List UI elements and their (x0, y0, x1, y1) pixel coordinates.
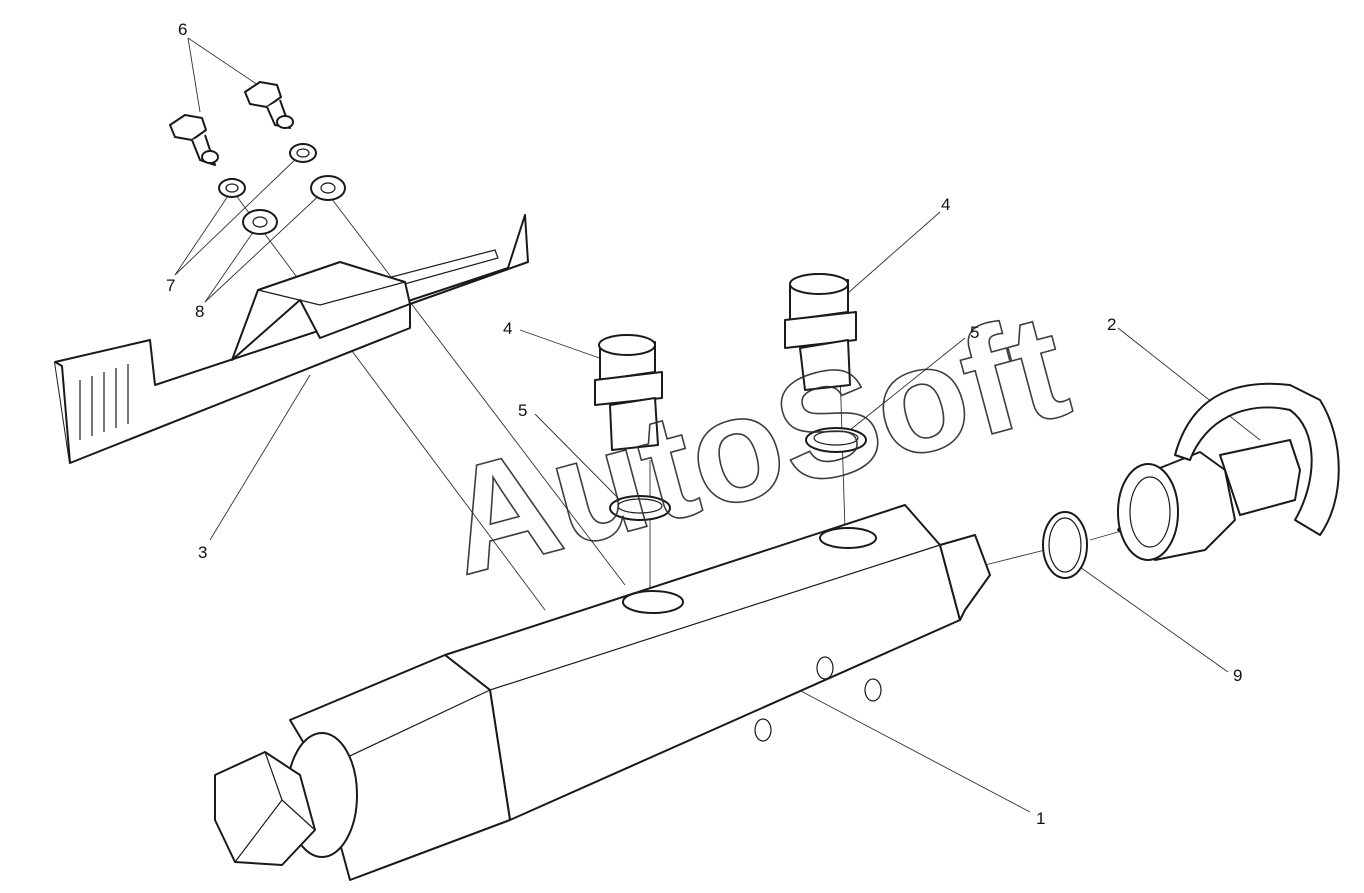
callout-4a: 4 (503, 319, 512, 338)
bolts (169, 81, 294, 166)
fittings (594, 273, 857, 451)
bracket-plate (54, 214, 529, 464)
callout-2: 2 (1107, 315, 1116, 334)
callout-5b: 5 (970, 323, 979, 342)
washers (218, 143, 346, 235)
callout-3: 3 (198, 543, 207, 562)
main-body (214, 504, 991, 881)
coupling-with-cap (1117, 382, 1340, 561)
callout-8: 8 (195, 302, 204, 321)
o-ring (1042, 511, 1088, 579)
sealing-rings (609, 427, 867, 521)
callout-5a: 5 (518, 401, 527, 420)
callout-numbers: 1 2 3 4 4 5 5 6 7 8 9 (166, 20, 1242, 828)
callout-6: 6 (178, 20, 187, 39)
callout-9: 9 (1233, 666, 1242, 685)
callout-4b: 4 (941, 195, 950, 214)
callout-7: 7 (166, 276, 175, 295)
callout-1: 1 (1036, 809, 1045, 828)
